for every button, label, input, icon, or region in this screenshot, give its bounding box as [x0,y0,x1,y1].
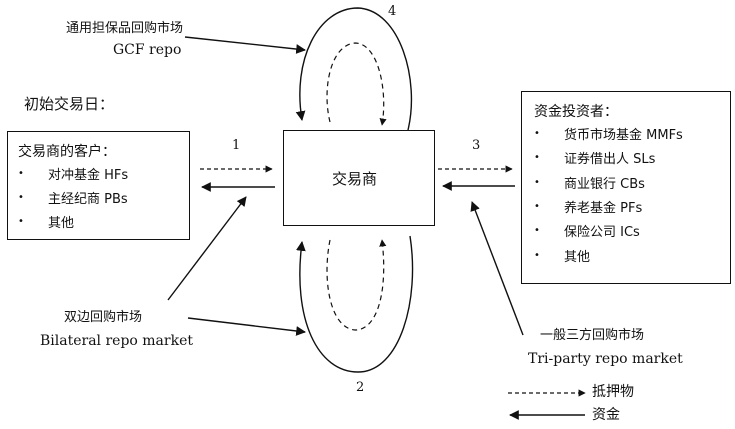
clients-item-label: 其他 [48,216,75,231]
clients-item-label: 对冲基金 HFs [48,168,129,183]
clients-item: • 对冲基金 HFs [18,169,188,185]
initial-trade-day-title: 初始交易日： [24,95,115,113]
label-number-3: 3 [472,138,481,153]
investors-item: • 养老基金 PFs [534,202,729,218]
bilateral-pointer-arrow-up [167,196,247,301]
bullet-icon: • [534,128,540,139]
investors-item: • 货币市场基金 MMFs [534,129,729,145]
legend-collateral-label: 抵押物 [592,384,634,400]
legend-cash-label: 资金 [592,407,620,423]
investors-item: • 商业银行 CBs [534,178,729,194]
bullet-icon: • [534,201,540,212]
investors-item-label: 保险公司 ICs [564,225,640,240]
clients-title: 交易商的客户： [18,144,116,160]
bullet-icon: • [534,152,540,163]
bullet-icon: • [534,225,540,236]
gcf-label-en: GCF repo [113,42,182,58]
clients-item: • 其他 [18,217,188,233]
top-loop-collateral-arrow [326,42,387,126]
clients-item-label: 主经纪商 PBs [48,192,128,207]
bullet-icon: • [18,192,24,203]
investors-item: • 其他 [534,251,729,267]
investors-item-label: 养老基金 PFs [564,201,643,216]
investors-item: • 保险公司 ICs [534,226,729,242]
bottom-loop-collateral-arrow [326,239,387,331]
gcf-label-cn: 通用担保品回购市场 [66,21,184,36]
bottom-loop-cash-arrow [296,235,414,373]
investors-item-label: 商业银行 CBs [564,177,645,192]
gcf-pointer-arrow [184,36,306,54]
dealer-box: 交易商 [283,130,435,226]
top-loop-cash-arrow [295,7,413,131]
label-number-2: 2 [356,380,365,395]
bullet-icon: • [18,216,24,227]
cash-investors-box: 资金投资者： • 货币市场基金 MMFs • 证券借出人 SLs • 商业银行 … [521,91,731,284]
label-number-4: 4 [388,4,397,19]
triparty-label-en: Tri-party repo market [528,351,683,367]
investors-item-label: 证券借出人 SLs [564,152,656,167]
dealer-clients-box: 交易商的客户： • 对冲基金 HFs • 主经纪商 PBs • 其他 [7,131,190,240]
bilateral-label-en: Bilateral repo market [40,333,193,349]
label-number-1: 1 [232,138,241,153]
bullet-icon: • [18,168,24,179]
investors-item-label: 其他 [564,250,591,265]
bilateral-label-cn: 双边回购市场 [64,310,143,325]
bullet-icon: • [534,250,540,261]
investors-item-label: 货币市场基金 MMFs [564,128,683,143]
bullet-icon: • [534,177,540,188]
bilateral-pointer-arrow-right [187,317,306,336]
triparty-label-cn: 一般三方回购市场 [540,328,645,343]
clients-item: • 主经纪商 PBs [18,193,188,209]
triparty-pointer-arrow [470,201,524,336]
investors-item: • 证券借出人 SLs [534,153,729,169]
investors-title: 资金投资者： [534,104,618,120]
dealer-label: 交易商 [332,170,378,188]
